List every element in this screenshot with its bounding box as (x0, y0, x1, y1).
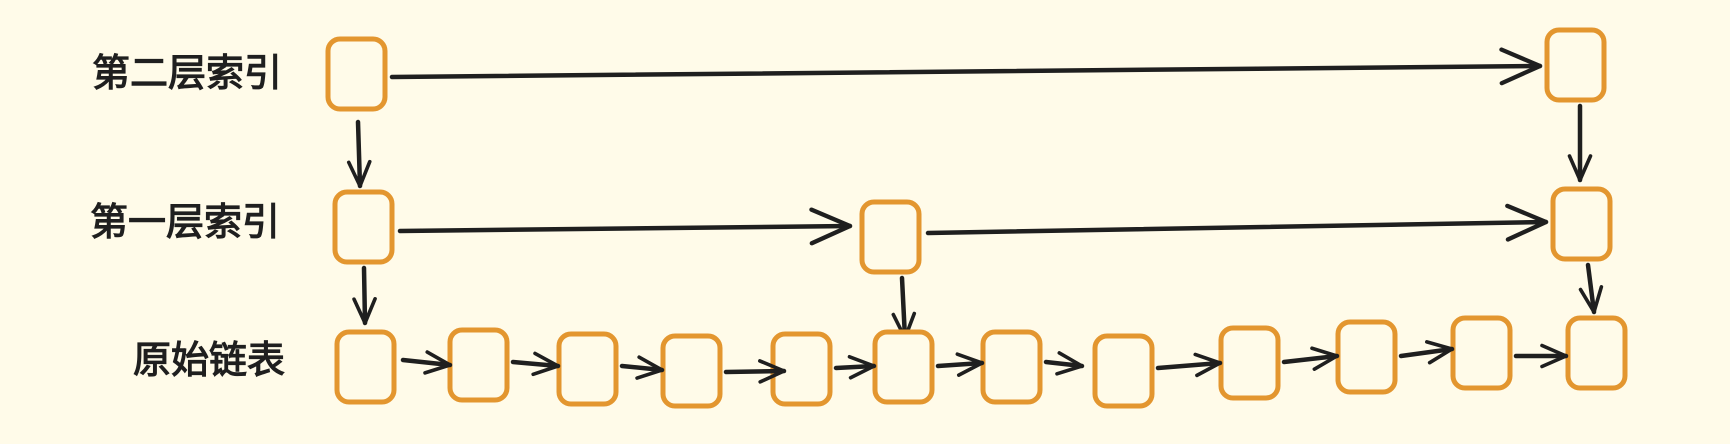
base-node-2 (447, 327, 510, 403)
base-arrow-4 (723, 359, 787, 384)
base-arrow-6 (935, 352, 985, 377)
level1-arrow-2 (925, 203, 1549, 242)
level1-node-3 (1550, 186, 1613, 262)
base-node-10 (1335, 319, 1398, 395)
base-label: 原始链表 (133, 338, 285, 382)
level2-node-2 (1544, 27, 1607, 103)
base-node-8 (1092, 333, 1155, 409)
down-arrow-mid-1tobase (891, 275, 917, 341)
level1-node-1 (332, 189, 395, 265)
level2-label: 第二层索引 (92, 51, 282, 95)
base-arrow-7 (1043, 351, 1085, 376)
base-arrow-3 (619, 355, 665, 380)
base-node-11 (1450, 315, 1513, 391)
base-node-3 (556, 331, 619, 407)
down-arrow-left-2to1 (346, 119, 372, 189)
down-arrow-left-1tobase (352, 265, 377, 326)
level2-node-1 (325, 36, 388, 112)
base-node-7 (980, 329, 1043, 405)
base-node-12 (1565, 315, 1628, 391)
level1-node-2 (859, 199, 922, 275)
level1-label: 第一层索引 (90, 200, 280, 244)
base-node-6 (872, 329, 935, 405)
level1-arrow-1 (397, 207, 853, 246)
down-arrow-right-1tobase (1578, 262, 1604, 315)
base-arrow-10 (1398, 340, 1455, 365)
base-arrow-1 (400, 350, 453, 375)
base-arrow-9 (1281, 346, 1340, 371)
base-arrow-8 (1155, 352, 1223, 378)
base-node-9 (1218, 325, 1281, 401)
level2-arrow (389, 47, 1543, 86)
base-arrow-2 (510, 351, 561, 377)
base-node-1 (334, 329, 397, 405)
base-arrow-5 (833, 354, 877, 380)
base-node-4 (660, 333, 723, 409)
